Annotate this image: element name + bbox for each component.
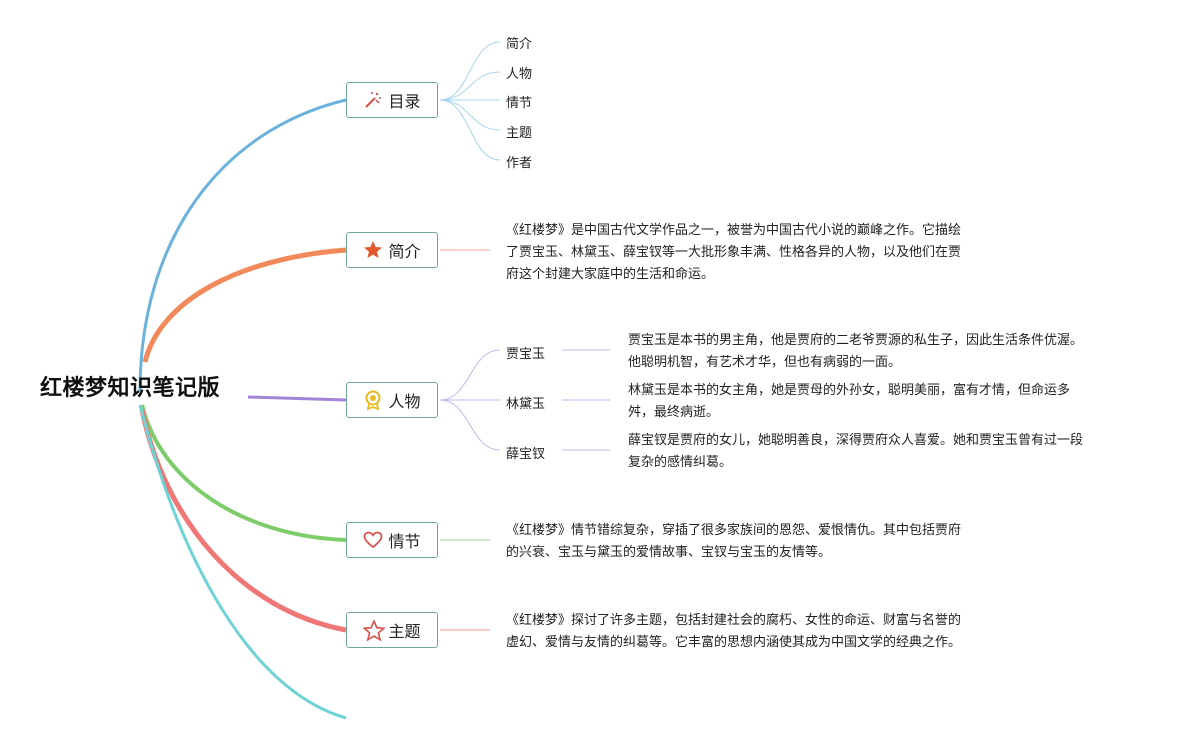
medal-icon: [363, 390, 383, 411]
character-name[interactable]: 薛宝钗: [506, 447, 546, 462]
toc-item[interactable]: 主题: [506, 126, 533, 141]
node-theme-label: 主题: [388, 622, 421, 641]
toc-item[interactable]: 简介: [506, 37, 533, 52]
character-desc-line: 薛宝钗是贾府的女儿，她聪明善良，深得贾府众人喜爱。她和贾宝玉曾有过一段: [628, 433, 1084, 448]
intro-text-line: 了贾宝玉、林黛玉、薛宝钗等一大批形象丰满、性格各异的人物，以及他们在贾: [506, 245, 962, 260]
node-characters[interactable]: 人物: [346, 382, 438, 418]
node-toc[interactable]: 目录: [346, 82, 438, 118]
star-filled-icon: [363, 240, 383, 260]
intro-text[interactable]: 《红楼梦》是中国古代文学作品之一，被誉为中国古代小说的巅峰之作。它描绘 了贾宝玉…: [506, 220, 1026, 286]
star-outline-icon: [362, 619, 387, 642]
node-characters-label: 人物: [388, 392, 421, 411]
toc-item[interactable]: 作者: [506, 156, 533, 171]
theme-text-line: 《红楼梦》探讨了许多主题，包括封建社会的腐朽、女性的命运、财富与名誉的: [506, 613, 962, 628]
toc-item[interactable]: 情节: [506, 96, 533, 111]
character-desc[interactable]: 贾宝玉是本书的男主角，他是贾府的二老爷贾源的私生子，因此生活条件优渥。 他聪明机…: [628, 330, 1148, 374]
node-plot[interactable]: 情节: [346, 522, 438, 558]
theme-text[interactable]: 《红楼梦》探讨了许多主题，包括封建社会的腐朽、女性的命运、财富与名誉的 虚幻、爱…: [506, 610, 1026, 654]
branch-line-intro: [142, 247, 347, 363]
intro-text-line: 《红楼梦》是中国古代文学作品之一，被誉为中国古代小说的巅峰之作。它描绘: [506, 223, 962, 238]
toc-item[interactable]: 人物: [506, 67, 533, 82]
branch-line-author: [138, 404, 347, 720]
node-theme[interactable]: 主题: [346, 612, 438, 648]
character-desc-line: 贾宝玉是本书的男主角，他是贾府的二老爷贾源的私生子，因此生活条件优渥。: [628, 333, 1084, 348]
character-desc-line: 林黛玉是本书的女主角，她是贾母的外孙女，聪明美丽，富有才情，但命运多: [628, 383, 1071, 398]
character-desc[interactable]: 林黛玉是本书的女主角，她是贾母的外孙女，聪明美丽，富有才情，但命运多 舛，最终病…: [628, 380, 1148, 424]
character-desc[interactable]: 薛宝钗是贾府的女儿，她聪明善良，深得贾府众人喜爱。她和贾宝玉曾有过一段 复杂的感…: [628, 430, 1148, 474]
node-intro[interactable]: 简介: [346, 232, 438, 268]
character-name[interactable]: 林黛玉: [506, 397, 546, 412]
intro-text-line: 府这个封建大家庭中的生活和命运。: [506, 267, 715, 282]
plot-text-line: 《红楼梦》情节错综复杂，穿插了很多家族间的恩怨、爱恨情仇。其中包括贾府: [506, 523, 962, 538]
character-name[interactable]: 贾宝玉: [506, 347, 546, 362]
magic-wand-icon: [363, 90, 383, 110]
heart-outline-icon: [363, 530, 383, 550]
branch-line-characters: [247, 395, 347, 402]
character-desc-line: 复杂的感情纠葛。: [628, 455, 733, 470]
theme-text-line: 虚幻、爱情与友情的纠葛等。它丰富的思想内涵使其成为中国文学的经典之作。: [506, 635, 962, 650]
node-toc-label: 目录: [388, 92, 421, 111]
plot-text[interactable]: 《红楼梦》情节错综复杂，穿插了很多家族间的恩怨、爱恨情仇。其中包括贾府 的兴衰、…: [506, 520, 1026, 564]
plot-text-line: 的兴衰、宝玉与黛玉的爱情故事、宝钗与宝玉的友情等。: [506, 545, 832, 560]
branch-line-theme: [139, 409, 347, 633]
character-desc-line: 他聪明机智，有艺术才华，但也有病弱的一面。: [628, 355, 902, 370]
node-intro-label: 简介: [388, 242, 421, 261]
character-desc-line: 舛，最终病逝。: [628, 405, 720, 420]
node-plot-label: 情节: [388, 532, 421, 551]
branch-line-toc: [138, 98, 347, 393]
mindmap-root-title[interactable]: 红楼梦知识笔记版: [40, 376, 221, 401]
branch-line-plot: [140, 404, 347, 542]
